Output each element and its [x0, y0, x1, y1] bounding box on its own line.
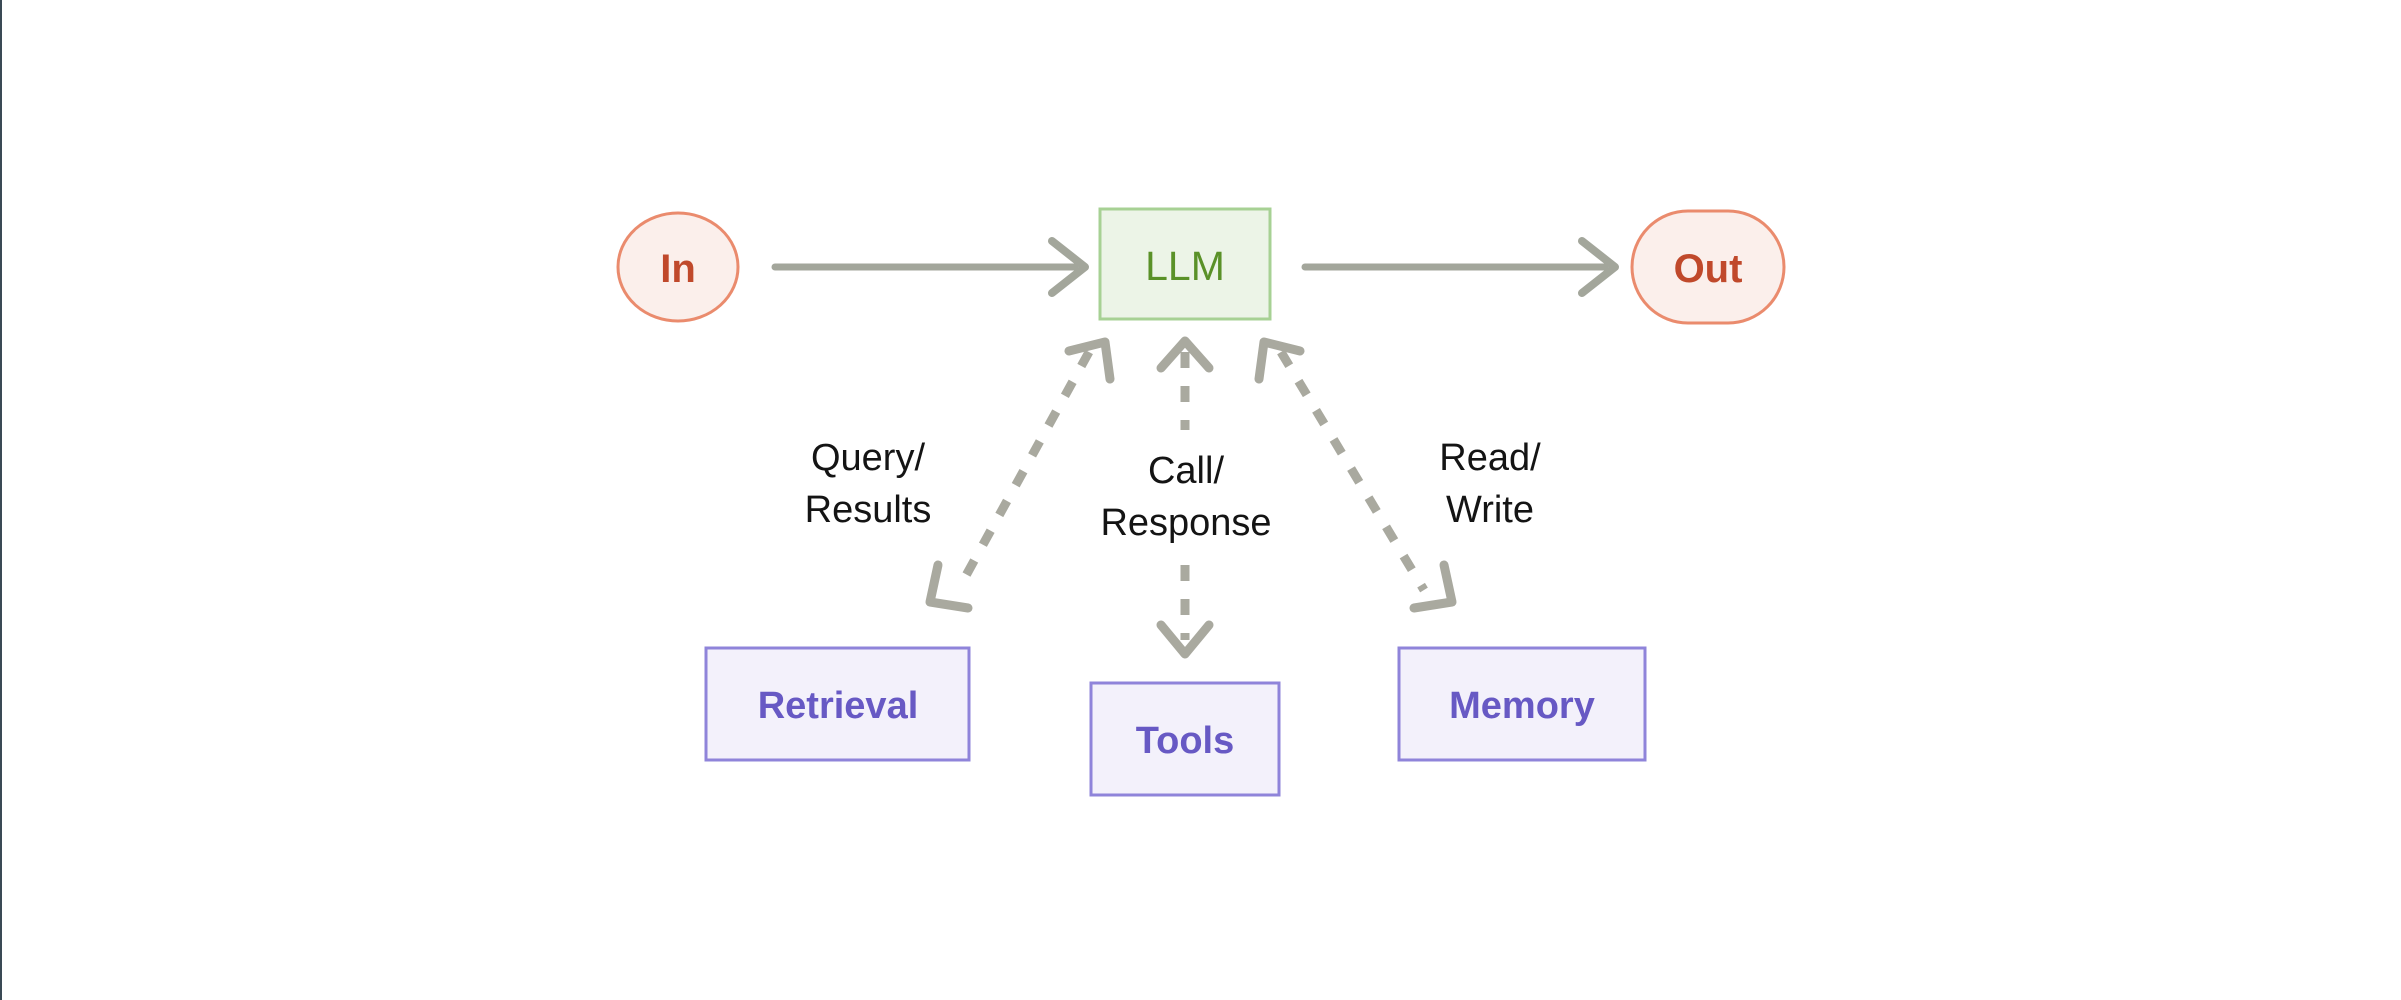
node-retrieval-label: Retrieval	[758, 685, 919, 727]
edge-label-query-results-line1: Query/	[811, 437, 925, 479]
edge-llm-memory	[1254, 337, 1457, 613]
edge-in-to-llm-arrowhead	[1048, 237, 1089, 297]
edge-llm-tools-arrowhead-top	[1156, 336, 1214, 373]
node-memory[interactable]: Memory	[1397, 646, 1647, 762]
edge-label-read-write: Read/ Write	[1439, 437, 1541, 531]
edge-label-call-response-line2: Response	[1100, 502, 1271, 544]
node-memory-shape[interactable]	[1397, 646, 1647, 762]
node-tools-label: Tools	[1136, 720, 1235, 762]
node-input-label: In	[660, 247, 696, 291]
panel-left-border	[0, 0, 2, 1000]
node-input[interactable]: In	[616, 211, 740, 323]
node-llm[interactable]: LLM	[1098, 207, 1272, 321]
node-input-shape[interactable]	[616, 211, 740, 323]
node-tools-shape[interactable]	[1089, 681, 1281, 797]
edge-label-read-write-line2: Write	[1446, 489, 1534, 531]
edge-llm-memory-line	[1277, 349, 1428, 593]
edge-llm-retrieval-arrowhead-bottom	[925, 560, 973, 613]
edge-label-query-results: Query/ Results	[805, 437, 932, 531]
edge-llm-retrieval-line	[954, 349, 1093, 593]
edge-llm-tools-arrowhead-bottom	[1156, 620, 1214, 659]
node-retrieval[interactable]: Retrieval	[704, 646, 971, 762]
edge-llm-retrieval-arrowhead-top	[1064, 337, 1115, 384]
edge-label-query-results-line2: Results	[805, 489, 932, 531]
edge-llm-to-out	[1301, 237, 1619, 297]
edge-label-read-write-line1: Read/	[1439, 437, 1541, 479]
node-output[interactable]: Out	[1630, 209, 1786, 325]
node-llm-label: LLM	[1145, 243, 1225, 289]
node-output-label: Out	[1674, 247, 1743, 291]
node-memory-label: Memory	[1449, 685, 1595, 727]
edge-llm-tools	[1156, 336, 1214, 659]
edge-llm-memory-arrowhead-bottom	[1409, 560, 1457, 613]
edge-in-to-llm	[771, 237, 1089, 297]
edge-llm-retrieval	[925, 337, 1115, 613]
edge-label-call-response-line1: Call/	[1148, 450, 1224, 492]
node-tools[interactable]: Tools	[1089, 681, 1281, 797]
node-retrieval-shape[interactable]	[704, 646, 971, 762]
edge-label-call-response: Call/ Response	[1100, 450, 1271, 544]
edge-llm-to-out-arrowhead	[1578, 237, 1619, 297]
node-output-shape[interactable]	[1630, 209, 1786, 325]
edge-llm-memory-arrowhead-top	[1254, 337, 1305, 384]
node-llm-shape[interactable]	[1098, 207, 1272, 321]
